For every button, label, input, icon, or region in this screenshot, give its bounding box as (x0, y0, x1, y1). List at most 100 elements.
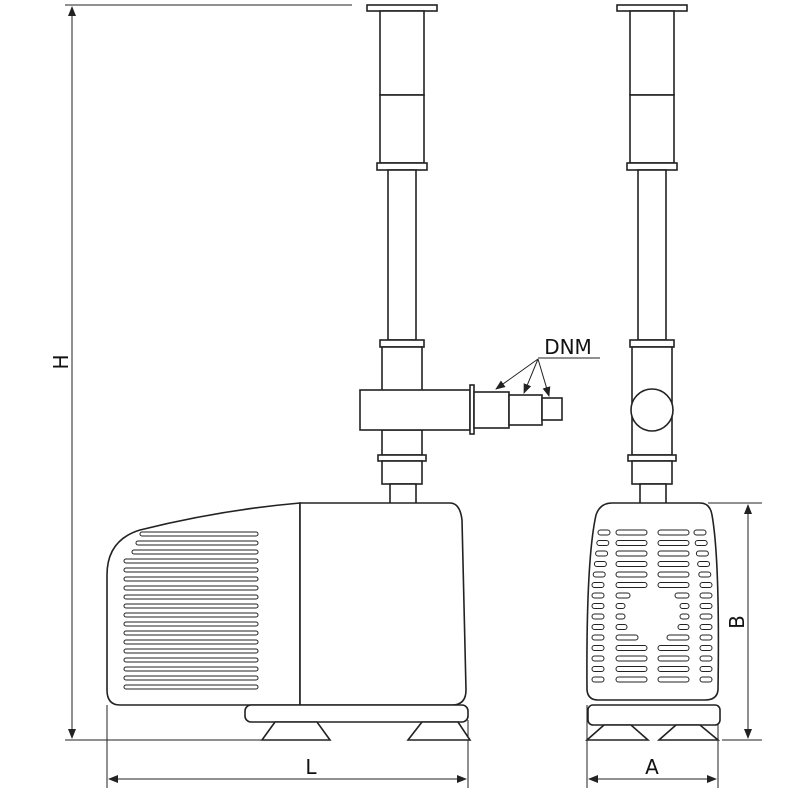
grille-slot (699, 676, 713, 683)
grille-slot (596, 540, 610, 546)
grille-slot (657, 655, 690, 662)
grille-slot (591, 582, 605, 588)
grille-slot (615, 634, 639, 641)
grille-slot (657, 666, 690, 672)
suction-foot (260, 721, 332, 741)
grille-slot (123, 666, 259, 672)
nozzle-step-2 (508, 394, 543, 426)
grille-slot (615, 645, 648, 651)
grille-slot (615, 571, 648, 578)
side-view-column (616, 4, 688, 505)
grille-slot (123, 603, 259, 609)
nozzle-label: DNM (544, 335, 592, 359)
grille-slot (123, 585, 259, 591)
grille-slot (679, 613, 690, 620)
grille-slot (699, 624, 713, 630)
grille-slot (615, 676, 648, 683)
grille-slot (123, 621, 259, 627)
grille-slot (615, 603, 626, 609)
grille-slot (591, 613, 605, 620)
dimension-l: L (106, 705, 469, 788)
dimension-l-label: L (305, 755, 317, 779)
grille-slot (657, 550, 690, 557)
grille-slot (697, 561, 711, 567)
front-grille (123, 531, 259, 690)
grille-slot (657, 645, 690, 651)
tee-junction (359, 389, 471, 431)
grille-slot (694, 540, 708, 546)
front-view-pump-body (106, 502, 472, 741)
grille-slot (699, 634, 713, 641)
grille-slot (591, 666, 605, 672)
side-grille (591, 529, 713, 683)
grille-slot (615, 582, 648, 588)
grille-slot (123, 594, 259, 600)
grille-slot (123, 576, 259, 582)
grille-slot (597, 529, 611, 536)
grille-slot (615, 540, 648, 546)
grille-slot (657, 540, 690, 546)
grille-slot (666, 634, 690, 641)
grille-slot (123, 648, 259, 654)
dimension-a-label: A (645, 755, 659, 779)
grille-slot (123, 612, 259, 618)
grille-slot (591, 624, 605, 630)
grille-slot (699, 592, 713, 599)
grille-slot (123, 558, 259, 564)
outlet-circle (630, 388, 674, 432)
grille-slot (615, 624, 628, 630)
base-plate (587, 704, 721, 726)
grille-slot (591, 645, 605, 651)
grille-slot (615, 655, 648, 662)
grille-slot (657, 561, 690, 567)
grille-slot (592, 571, 606, 578)
grille-slot (693, 529, 707, 536)
grille-slot (674, 592, 690, 599)
grille-slot (131, 549, 259, 555)
grille-slot (591, 603, 605, 609)
suction-foot (656, 724, 721, 741)
front-view-column (359, 4, 563, 509)
grille-slot (591, 676, 605, 683)
grille-slot (615, 550, 648, 557)
grille-slot (591, 634, 605, 641)
grille-slot (123, 657, 259, 663)
dimension-h: H (49, 4, 352, 741)
grille-slot (123, 567, 259, 573)
grille-slot (699, 613, 713, 620)
grille-slot (657, 676, 690, 683)
grille-slot (677, 624, 690, 630)
grille-slot (657, 571, 690, 578)
grille-slot (699, 655, 713, 662)
grille-slot (591, 655, 605, 662)
grille-slot (591, 592, 605, 599)
grille-slot (699, 666, 713, 672)
grille-slot (593, 561, 607, 567)
grille-slot (615, 529, 648, 536)
grille-slot (135, 540, 259, 546)
grille-slot (695, 550, 709, 557)
dimension-b-label: B (725, 615, 749, 629)
grille-slot (139, 531, 259, 537)
grille-slot (657, 582, 690, 588)
grille-slot (123, 639, 259, 645)
nozzle-callout: DNM (495, 335, 600, 397)
suction-foot (406, 721, 472, 741)
dimension-a: A (586, 705, 719, 788)
grille-slot (595, 550, 609, 557)
grille-slot (123, 675, 259, 681)
nozzle-step-3 (541, 397, 563, 421)
grille-slot (615, 561, 648, 567)
side-view-pump-body (584, 502, 721, 741)
dimension-h-label: H (49, 354, 73, 369)
dimension-b: B (708, 502, 762, 741)
grille-slot (698, 571, 712, 578)
grille-slot (123, 630, 259, 636)
grille-slot (699, 645, 713, 651)
grille-slot (123, 684, 259, 690)
nozzle-step-1 (473, 391, 510, 429)
grille-slot (699, 582, 713, 588)
suction-foot (584, 724, 651, 741)
